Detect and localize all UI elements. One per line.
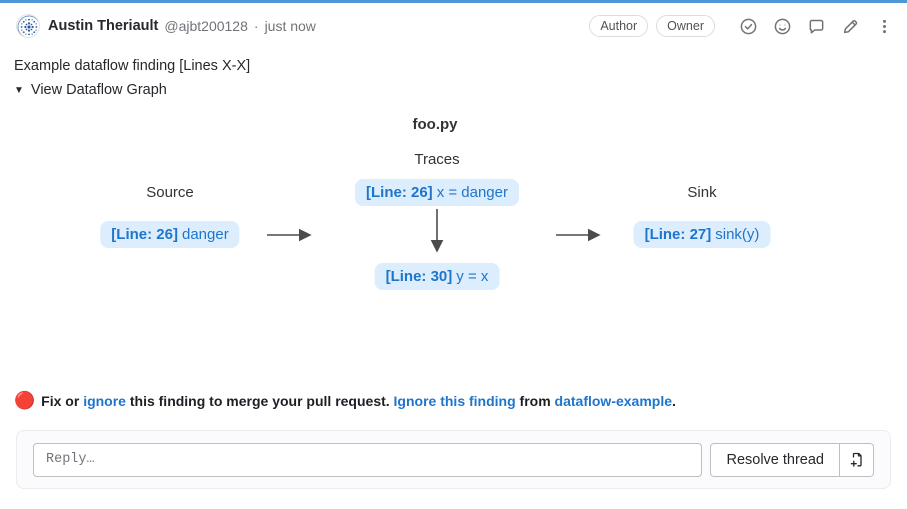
timestamp: just now — [264, 18, 316, 34]
node-line-number: [Line: 26] — [111, 226, 178, 243]
new-issue-icon — [850, 452, 862, 467]
ellipsis-v-icon — [882, 19, 886, 33]
node-code: sink(y) — [715, 226, 760, 243]
edit-button[interactable] — [841, 17, 859, 35]
traces-label: Traces — [414, 151, 460, 168]
role-badges: Author Owner — [589, 15, 715, 37]
node-line-number: [Line: 26] — [366, 184, 433, 201]
comment-icon — [809, 19, 823, 34]
resolve-thread-button[interactable]: Resolve thread — [710, 442, 840, 477]
owner-badge: Owner — [656, 15, 715, 37]
sink-node: [Line: 27]sink(y) — [633, 221, 771, 248]
create-issue-to-resolve-button[interactable] — [840, 442, 874, 477]
merge-blocker-message: 🔴 Fix or ignore this finding to merge yo… — [14, 391, 676, 411]
red-circle-emoji: 🔴 — [14, 391, 36, 410]
author-name[interactable]: Austin Theriault — [48, 18, 159, 34]
comment-button[interactable] — [807, 17, 825, 35]
author-badge: Author — [589, 15, 649, 37]
graph-file-title: foo.py — [412, 116, 458, 133]
finding-description: Example dataflow finding [Lines X-X] — [14, 58, 251, 74]
node-code: danger — [181, 226, 229, 243]
user-avatar[interactable] — [16, 14, 40, 38]
warning-text: Fix or — [41, 393, 84, 409]
toggle-label: View Dataflow Graph — [30, 82, 167, 98]
warning-text: this finding to merge your pull request. — [125, 393, 394, 409]
source-label: Source — [146, 184, 194, 201]
warning-text: from — [515, 393, 555, 409]
resolve-thread-icon-button[interactable] — [739, 17, 757, 35]
author-username: @ajbt200128 — [164, 18, 248, 34]
trace-node-top: [Line: 26]x = danger — [355, 179, 519, 206]
pencil-icon — [843, 19, 857, 33]
comment-header: Austin Theriault @ajbt200128 · just now … — [16, 13, 893, 39]
check-circle-icon — [740, 18, 756, 34]
view-dataflow-graph-toggle[interactable]: ▼ View Dataflow Graph — [14, 82, 167, 98]
dataflow-example-link[interactable]: dataflow-example — [554, 393, 673, 409]
meta-separator: · — [253, 18, 259, 34]
reply-input[interactable] — [33, 442, 703, 477]
more-actions-button[interactable] — [875, 17, 893, 35]
node-code: x = danger — [436, 184, 508, 201]
node-line-number: [Line: 27] — [644, 226, 712, 243]
resolve-button-group: Resolve thread — [710, 442, 874, 477]
smiley-icon — [774, 18, 790, 34]
header-actions: Author Owner — [589, 15, 893, 37]
warning-text: . — [672, 393, 676, 409]
sink-label: Sink — [687, 184, 717, 201]
ignore-link[interactable]: ignore — [83, 393, 126, 409]
node-line-number: [Line: 30] — [385, 268, 453, 285]
top-accent-bar — [0, 0, 907, 3]
caret-down-icon: ▼ — [14, 84, 24, 96]
source-node: [Line: 26]danger — [100, 221, 240, 248]
reply-footer: Resolve thread — [16, 430, 891, 489]
trace-node-bottom: [Line: 30]y = x — [374, 263, 500, 290]
node-code: y = x — [456, 268, 489, 285]
add-reaction-button[interactable] — [773, 17, 791, 35]
ignore-this-finding-link[interactable]: Ignore this finding — [393, 393, 516, 409]
avatar-pattern-icon — [17, 15, 39, 37]
